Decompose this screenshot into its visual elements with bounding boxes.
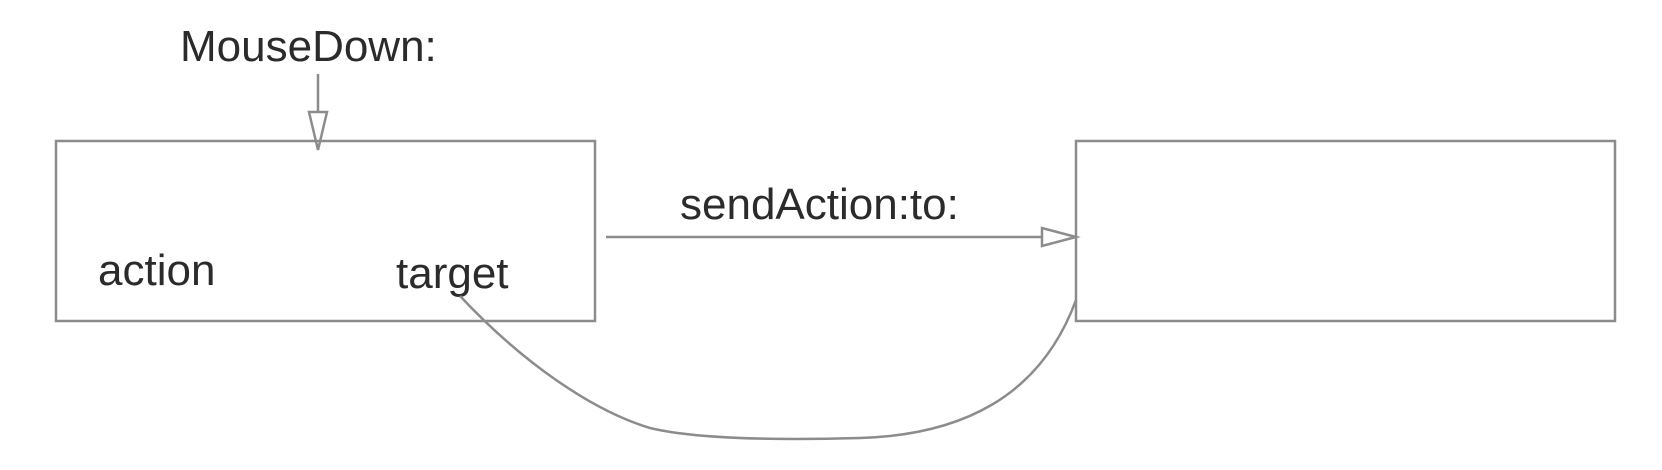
mousedown-event-label: MouseDown: (180, 22, 437, 71)
source-object-box: action target (54, 139, 597, 323)
send-action-label: sendAction:to: (680, 180, 959, 229)
target-object-box (1074, 139, 1617, 323)
action-label: action (98, 246, 215, 295)
mousedown-arrow (307, 74, 329, 151)
target-label: target (396, 249, 509, 298)
send-action-arrow: sendAction:to: (606, 180, 1081, 248)
target-reference-connector (459, 295, 1078, 441)
